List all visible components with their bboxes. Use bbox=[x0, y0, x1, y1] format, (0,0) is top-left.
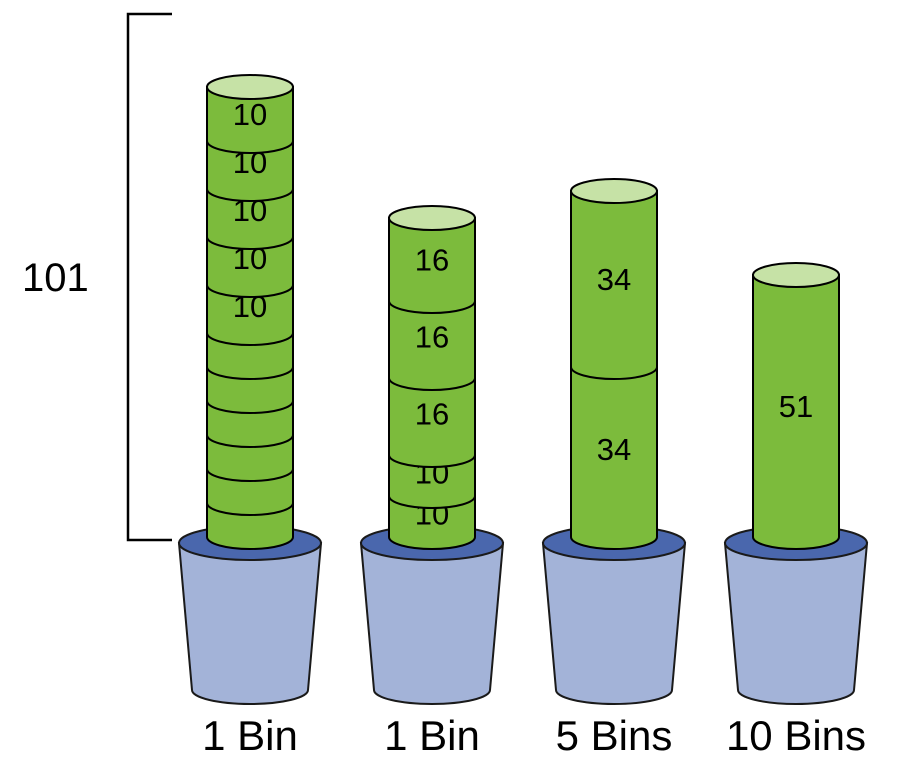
cylinder-body bbox=[752, 274, 840, 550]
cylinder-segment: 16 bbox=[388, 205, 476, 314]
cylinder-top bbox=[752, 262, 840, 288]
bin-body bbox=[723, 542, 869, 705]
bin-label: 1 Bin bbox=[384, 712, 480, 757]
segment-label: 16 bbox=[415, 243, 449, 278]
segment-label: 16 bbox=[415, 320, 449, 355]
bin bbox=[359, 525, 505, 705]
cylinder-body bbox=[388, 294, 476, 391]
bracket-line bbox=[126, 12, 172, 542]
bin-body bbox=[541, 542, 687, 705]
cylinder-body bbox=[570, 190, 658, 380]
segment-label: 10 bbox=[233, 97, 267, 132]
bin bbox=[541, 525, 687, 705]
cylinder-body bbox=[388, 217, 476, 314]
cylinder-segment: 10 bbox=[206, 74, 294, 154]
bin-label: 10 Bins bbox=[726, 712, 866, 757]
bins bbox=[177, 525, 869, 705]
segment-label: 34 bbox=[597, 432, 631, 467]
stack: 51 bbox=[752, 262, 840, 550]
cylinder-top bbox=[388, 205, 476, 231]
bin-body bbox=[359, 542, 505, 705]
bracket-label: 101 bbox=[22, 256, 89, 300]
segment-label: 34 bbox=[597, 262, 631, 297]
segment-label: 16 bbox=[415, 397, 449, 432]
cylinder-segment: 34 bbox=[570, 178, 658, 380]
bin-label: 1 Bin bbox=[202, 712, 298, 757]
cylinder-body bbox=[206, 86, 294, 154]
cylinder-top bbox=[570, 178, 658, 204]
segment-label: 51 bbox=[779, 389, 813, 424]
bin-label: 5 Bins bbox=[556, 712, 673, 757]
bin bbox=[177, 525, 323, 705]
height-bracket: 101 bbox=[22, 12, 172, 542]
stack: 34 34 bbox=[570, 178, 658, 550]
cylinder-top bbox=[206, 74, 294, 100]
cylinder-body bbox=[570, 360, 658, 550]
bin bbox=[723, 525, 869, 705]
cylinder-segment: 51 bbox=[752, 262, 840, 550]
bin-labels: 1 Bin 1 Bin 5 Bins 10 Bins bbox=[202, 712, 866, 757]
bin-body bbox=[177, 542, 323, 705]
cylinder-body bbox=[388, 371, 476, 468]
